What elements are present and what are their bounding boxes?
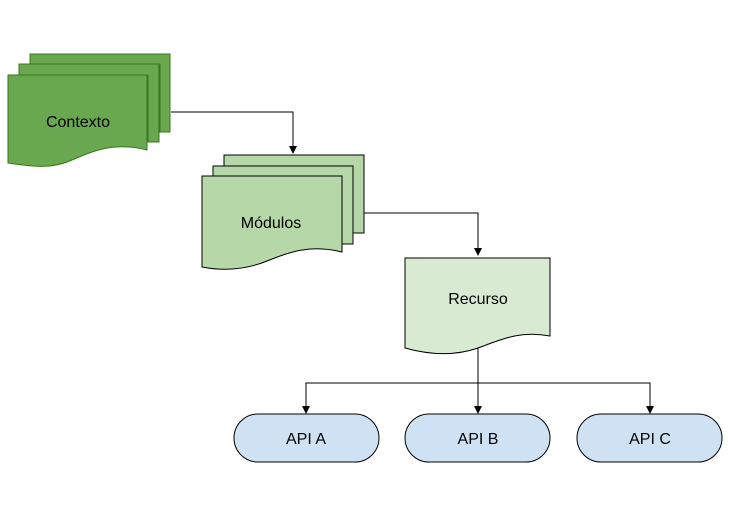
api-b-label: API B [458,431,499,448]
contexto-doc-front [7,74,148,167]
node-api-a: API A [233,413,380,463]
recurso-label: Recurso [448,291,508,308]
api-c-label: API C [629,431,671,448]
node-contexto: Contexto [7,53,171,167]
node-recurso: Recurso [404,257,551,355]
node-api-b: API B [404,413,551,463]
modulos-doc-front [201,175,343,270]
api-b-terminal [404,413,551,463]
edge-recurso-api-c [478,382,654,414]
node-modulos: Módulos [201,154,365,270]
edge-modulos-recurso [364,212,482,256]
modulos-label: Módulos [241,215,301,232]
api-a-terminal [233,413,380,463]
edge-recurso-api-a [302,382,478,414]
api-a-label: API A [286,431,326,448]
edge-contexto-modulos [171,111,297,154]
api-c-terminal [576,413,723,463]
contexto-label: Contexto [46,114,110,131]
node-api-c: API C [576,413,723,463]
connectors [171,111,654,414]
recurso-doc [404,257,551,355]
